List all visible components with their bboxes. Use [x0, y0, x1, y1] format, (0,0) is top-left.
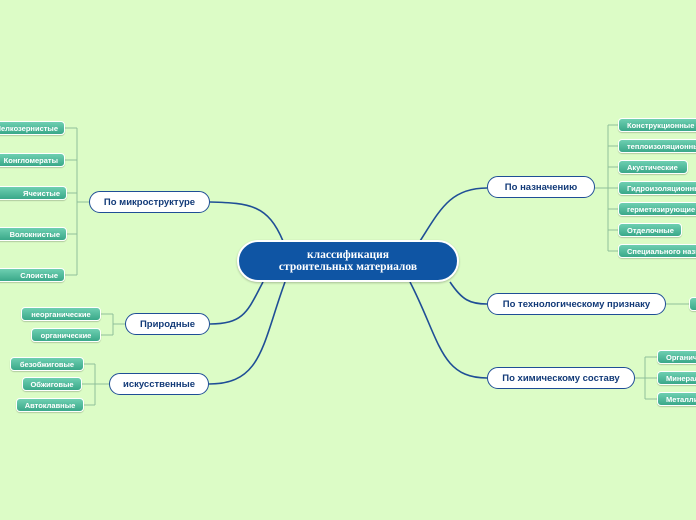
leaf-fired[interactable]: Обжиговые: [22, 377, 82, 391]
leaf-waterproofing[interactable]: Гидроизоляционные: [618, 181, 696, 195]
leaf-fine-grained[interactable]: Мелкозернистые: [0, 121, 65, 135]
leaf-mineral[interactable]: Минеральные: [657, 371, 696, 385]
leaf-organic-chem[interactable]: Органические: [657, 350, 696, 364]
branch-technological[interactable]: По технологическому признаку: [487, 293, 666, 315]
branch-artificial[interactable]: искусственные: [109, 373, 209, 395]
leaf-autoclaved[interactable]: Автоклавные: [16, 398, 84, 412]
leaf-structural[interactable]: Конструкционные: [618, 118, 696, 132]
leaf-cellular[interactable]: Ячеистые: [0, 186, 67, 200]
branch-chemical[interactable]: По химическому составу: [487, 367, 635, 389]
leaf-fibrous[interactable]: Волокнистые: [0, 227, 67, 241]
branch-natural[interactable]: Природные: [125, 313, 210, 335]
central-topic-line2: строительных материалов: [278, 261, 418, 273]
central-topic[interactable]: классификация строительных материалов: [237, 240, 459, 282]
leaf-acoustic[interactable]: Акустические: [618, 160, 688, 174]
leaf-inorganic[interactable]: неорганические: [21, 307, 101, 321]
leaf-layered[interactable]: Слоистые: [0, 268, 65, 282]
leaf-technological-child[interactable]: [689, 297, 696, 311]
leaf-special-purpose[interactable]: Специального назначения: [618, 244, 696, 258]
leaf-metallic[interactable]: Металлические: [657, 392, 696, 406]
leaf-finishing[interactable]: Отделочные: [618, 223, 682, 237]
branch-purpose[interactable]: По назначению: [487, 176, 595, 198]
leaf-conglomerates[interactable]: Конгломераты: [0, 153, 65, 167]
branch-microstructure[interactable]: По микроструктуре: [89, 191, 210, 213]
leaf-non-fired[interactable]: безобжиговые: [10, 357, 84, 371]
leaf-organic[interactable]: органические: [31, 328, 101, 342]
central-topic-line1: классификация: [307, 249, 389, 261]
leaf-sealing[interactable]: герметизирующие: [618, 202, 696, 216]
leaf-thermal-insulation[interactable]: теплоизоляционные: [618, 139, 696, 153]
